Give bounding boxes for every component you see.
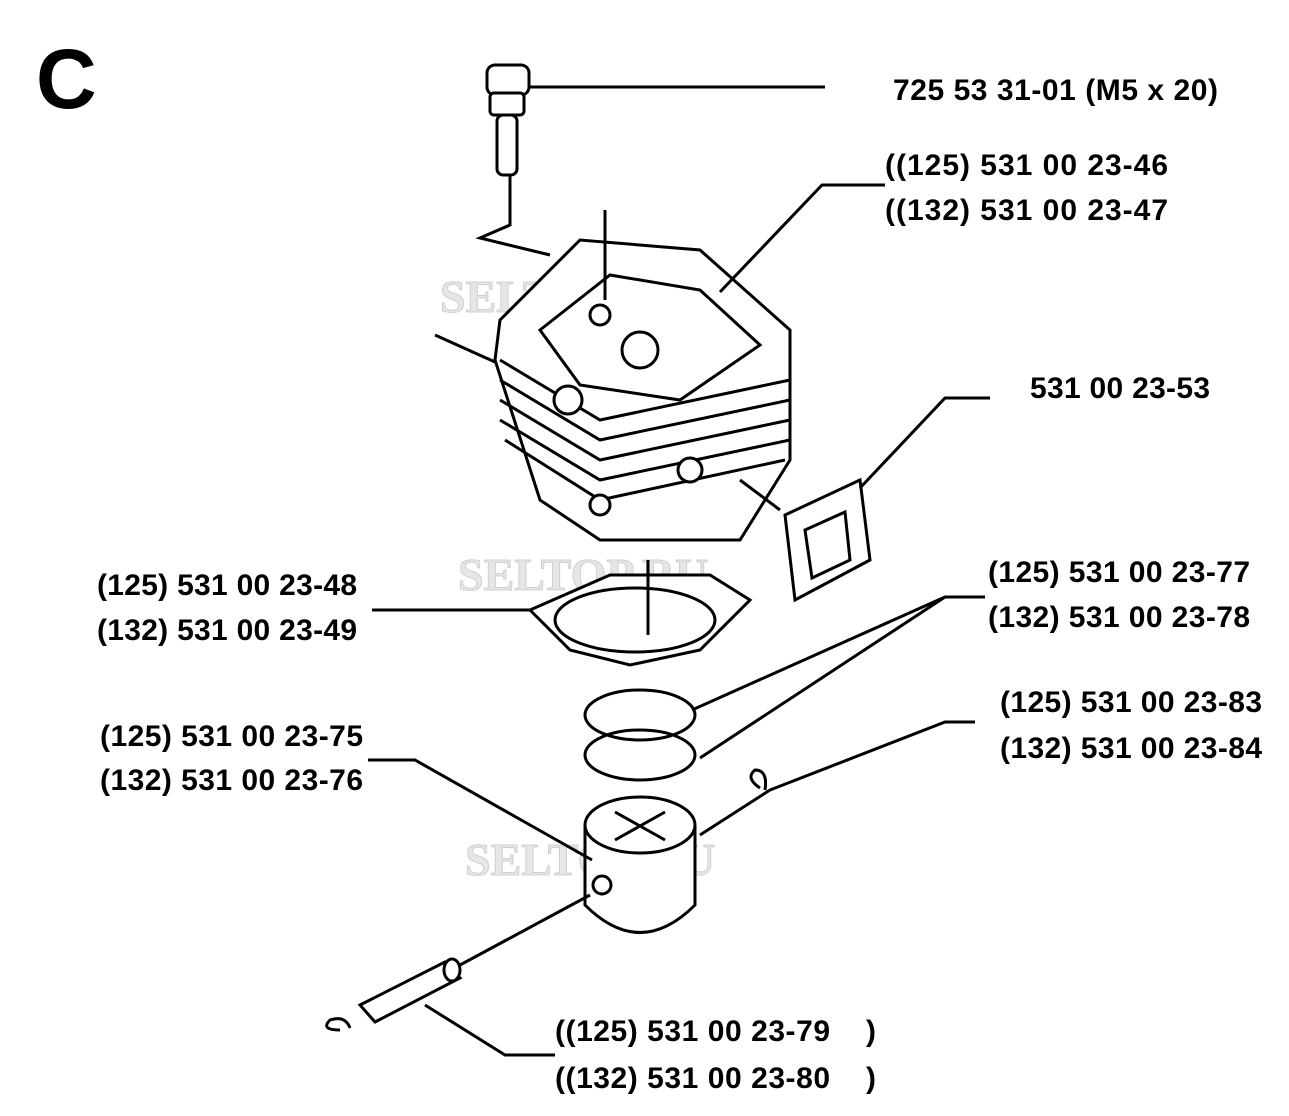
leader-line <box>718 183 885 294</box>
leader-line <box>858 396 990 490</box>
label-cylinder-gasket-132: (132) 531 00 23-49 <box>97 614 357 647</box>
label-pin-close: ) <box>866 1062 876 1095</box>
piston-rings-drawing <box>583 688 697 782</box>
screw-drawing <box>475 63 551 257</box>
cylinder-gasket-drawing <box>527 560 753 667</box>
exhaust-gasket-drawing <box>783 477 872 603</box>
label-screw: 725 53 31-01 (M5 x 20) <box>893 74 1218 107</box>
label-circlip-132: (132) 531 00 23-84 <box>1000 732 1262 765</box>
label-rings-125: (125) 531 00 23-77 <box>988 556 1250 589</box>
leader-line <box>368 758 593 862</box>
label-piston-132: (132) 531 00 23-76 <box>100 764 363 797</box>
label-pin-125: ((125) 531 00 23-79 <box>555 1015 830 1048</box>
label-piston-125: (125) 531 00 23-75 <box>100 720 363 753</box>
leader-line <box>424 1003 555 1057</box>
section-letter: C <box>36 32 97 126</box>
label-circlip-125: (125) 531 00 23-83 <box>1000 686 1262 719</box>
label-rings-132: (132) 531 00 23-78 <box>988 601 1250 634</box>
label-cylinder-gasket-125: (125) 531 00 23-48 <box>97 569 357 602</box>
pin-drawing <box>325 768 767 1032</box>
piston-drawing <box>583 795 697 934</box>
leader-line <box>699 720 975 837</box>
label-pin-132: ((132) 531 00 23-80 <box>555 1062 830 1095</box>
label-cylinder-125: ((125) 531 00 23-46 <box>885 149 1168 182</box>
leader-line <box>691 595 985 760</box>
label-pin-close: ) <box>866 1015 876 1048</box>
cylinder-drawing <box>434 210 792 542</box>
label-exhaust-gasket: 531 00 23-53 <box>1030 372 1210 405</box>
label-cylinder-132: ((132) 531 00 23-47 <box>885 194 1168 227</box>
